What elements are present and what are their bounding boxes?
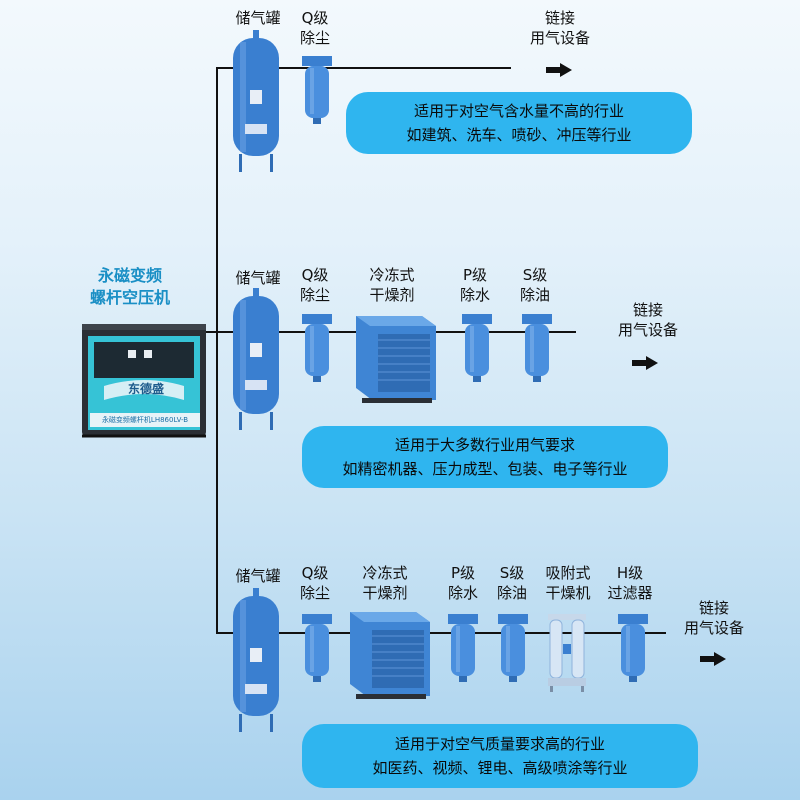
compressor-model: 永磁变频螺杆机LH860LV-B: [90, 415, 200, 425]
row2-q-filter: [302, 314, 332, 384]
row1-use-note: 适用于对空气含水量不高的行业 如建筑、洗车、喷砂、冲压等行业: [346, 92, 692, 154]
row2-label-s-filter: S级 除油: [510, 265, 560, 305]
row1-arrow-icon: [546, 63, 572, 77]
row1-label-q-filter: Q级 除尘: [290, 8, 340, 48]
row2-p-filter: [462, 314, 492, 384]
row3-label-tank: 储气罐: [228, 566, 288, 586]
row3-air-tank: [228, 588, 284, 736]
row3-label-adsorption-dryer: 吸附式 干燥机: [533, 563, 603, 603]
row2-use-note: 适用于大多数行业用气要求 如精密机器、压力成型、包装、电子等行业: [302, 426, 668, 488]
row2-label-refrigerated-dryer: 冷冻式 干燥剂: [357, 265, 427, 305]
row2-label-p-filter: P级 除水: [450, 265, 500, 305]
row3-h-filter: [618, 614, 648, 684]
row2-s-filter: [522, 314, 552, 384]
compressor-brand: 东德盛: [104, 380, 188, 397]
compressor-title: 永磁变频 螺杆空压机: [70, 265, 190, 309]
compressor-title-line2: 螺杆空压机: [70, 287, 190, 309]
row2-label-tank: 储气罐: [228, 268, 288, 288]
row2-destination: 链接 用气设备: [608, 300, 688, 340]
row2-refrigerated-dryer: [352, 312, 438, 407]
row3-q-filter: [302, 614, 332, 684]
row3-refrigerated-dryer: [346, 608, 432, 703]
row3-adsorption-dryer: [544, 610, 590, 694]
row3-label-h-filter: H级 过滤器: [600, 563, 660, 603]
row2-label-q-filter: Q级 除尘: [290, 265, 340, 305]
row3-label-p-filter: P级 除水: [438, 563, 488, 603]
row3-s-filter: [498, 614, 528, 684]
row3-label-s-filter: S级 除油: [487, 563, 537, 603]
row2-air-tank: [228, 288, 284, 433]
row1-air-tank: [228, 30, 284, 175]
row3-use-note: 适用于对空气质量要求高的行业 如医药、视频、锂电、高级喷涂等行业: [302, 724, 698, 788]
row3-label-refrigerated-dryer: 冷冻式 干燥剂: [350, 563, 420, 603]
row2-arrow-icon: [632, 356, 658, 370]
row3-arrow-icon: [700, 652, 726, 666]
main-trunk-line: [216, 67, 218, 633]
row1-q-filter: [302, 56, 332, 126]
row3-p-filter: [448, 614, 478, 684]
row1-destination: 链接 用气设备: [520, 8, 600, 48]
row1-label-tank: 储气罐: [228, 8, 288, 28]
row3-label-q-filter: Q级 除尘: [290, 563, 340, 603]
row3-destination: 链接 用气设备: [674, 598, 754, 638]
compressor-title-line1: 永磁变频: [70, 265, 190, 287]
